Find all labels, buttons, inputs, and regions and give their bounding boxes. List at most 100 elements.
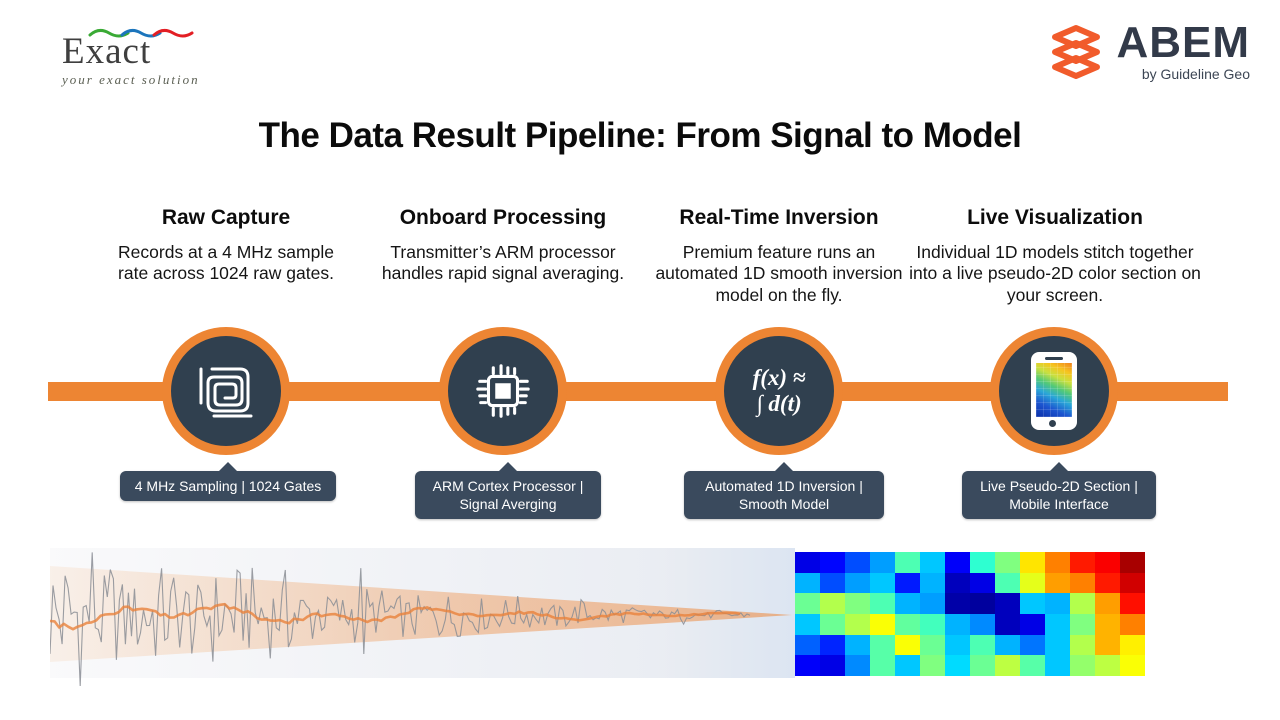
- heatmap-cell: [895, 655, 920, 676]
- heatmap-cell: [995, 655, 1020, 676]
- heatmap-cell: [1070, 552, 1095, 573]
- heatmap-cell: [845, 655, 870, 676]
- node-onboard-processing: [439, 327, 567, 455]
- heatmap-cell: [995, 552, 1020, 573]
- heatmap-cell: [895, 552, 920, 573]
- heatmap-cell: [845, 613, 870, 635]
- heatmap-cell: [795, 613, 820, 635]
- heatmap-cell: [845, 552, 870, 573]
- heatmap-cell: [1045, 552, 1070, 573]
- stage-column-onboard-processing: Onboard Processing Transmitter’s ARM pro…: [378, 206, 628, 285]
- abem-logo: ABEM by Guideline Geo: [1048, 18, 1250, 82]
- heatmap-cell: [945, 634, 970, 656]
- heatmap-cell: [1020, 552, 1045, 573]
- heatmap-cell: [995, 593, 1020, 614]
- heatmap-cell: [820, 613, 845, 635]
- stage-column-live-visualization: Live Visualization Individual 1D models …: [909, 206, 1201, 306]
- node-raw-capture: [162, 327, 290, 455]
- heatmap-cell: [920, 572, 945, 594]
- heatmap-cell: [970, 572, 995, 594]
- heatmap-cell: [920, 552, 945, 573]
- raw-signal-line: [50, 552, 751, 687]
- heatmap-cell: [970, 613, 995, 635]
- averaged-signal-line: [50, 602, 741, 631]
- heatmap-cell: [1020, 593, 1045, 614]
- heatmap-cell: [870, 613, 895, 635]
- heatmap-cell: [920, 613, 945, 635]
- formula-line-1: f(x) ≈: [752, 364, 806, 390]
- heatmap-cell: [870, 572, 895, 594]
- phone-speaker: [1045, 357, 1063, 360]
- heatmap-cell: [945, 613, 970, 635]
- heatmap-cell: [970, 593, 995, 614]
- heatmap-cell: [795, 552, 820, 573]
- heatmap-cell: [945, 593, 970, 614]
- heatmap-cell: [1095, 655, 1120, 676]
- signal-waveform: [50, 552, 792, 687]
- stage-description: Premium feature runs an automated 1D smo…: [655, 242, 903, 305]
- heatmap-cell: [795, 572, 820, 594]
- heatmap-cell: [920, 634, 945, 656]
- heatmap-cell: [845, 593, 870, 614]
- stage-heading: Raw Capture: [161, 206, 291, 229]
- heatmap-cell: [1070, 655, 1095, 676]
- heatmap-cell: [870, 552, 895, 573]
- heatmap-cell: [820, 655, 845, 676]
- heatmap-cell: [920, 655, 945, 676]
- pseudo-2d-heatmap: [795, 552, 1145, 676]
- heatmap-cell: [845, 634, 870, 656]
- formula-icon: f(x) ≈ ∫ d(t): [753, 365, 806, 418]
- badge-real-time-inversion: Automated 1D Inversion | Smooth Model: [684, 461, 884, 520]
- heatmap-cell: [820, 634, 845, 656]
- abem-logo-name: ABEM: [1116, 18, 1250, 67]
- badge-raw-capture: 4 MHz Sampling | 1024 Gates: [120, 461, 336, 502]
- heatmap-cell: [1020, 634, 1045, 656]
- heatmap-cell: [795, 634, 820, 656]
- exact-logo: Exact your exact solution: [62, 26, 232, 88]
- node-real-time-inversion: f(x) ≈ ∫ d(t): [715, 327, 843, 455]
- heatmap-cell: [1045, 655, 1070, 676]
- heatmap-cell: [820, 593, 845, 614]
- heatmap-cell: [1095, 634, 1120, 656]
- pipeline-timeline-bar: [48, 382, 1228, 401]
- heatmap-cell: [970, 655, 995, 676]
- heatmap-cell: [995, 634, 1020, 656]
- heatmap-cell: [1120, 634, 1145, 656]
- heatmap-cell: [1095, 613, 1120, 635]
- heatmap-cell: [795, 593, 820, 614]
- abem-logo-icon: [1052, 24, 1101, 79]
- heatmap-cell: [845, 572, 870, 594]
- coil-icon: [199, 367, 253, 418]
- stage-heading: Real-Time Inversion: [679, 206, 879, 229]
- heatmap-cell: [945, 552, 970, 573]
- heatmap-cell: [870, 593, 895, 614]
- page-title: The Data Result Pipeline: From Signal to…: [258, 116, 1022, 155]
- heatmap-cell: [1095, 593, 1120, 614]
- heatmap-cell: [945, 655, 970, 676]
- node-live-visualization: [990, 327, 1118, 455]
- exact-logo-tagline: your exact solution: [62, 72, 200, 87]
- stage-description: Individual 1D models stitch together int…: [909, 242, 1201, 305]
- heatmap-cell: [1045, 634, 1070, 656]
- funnel-wedge: [50, 566, 792, 662]
- abem-logo-subtitle: by Guideline Geo: [1141, 65, 1250, 82]
- phone-icon: [1031, 352, 1077, 430]
- heatmap-cell: [1070, 593, 1095, 614]
- heatmap-cell: [1045, 613, 1070, 635]
- stage-description: Transmitter’s ARM processor handles rapi…: [381, 242, 625, 284]
- heatmap-cell: [1020, 572, 1045, 594]
- phone-home-button: [1049, 420, 1056, 427]
- heatmap-cell: [1120, 593, 1145, 614]
- heatmap-cell: [1070, 634, 1095, 656]
- abem-logo-text: ABEM by Guideline Geo: [1116, 18, 1250, 82]
- formula-line-2: ∫ d(t): [756, 391, 802, 416]
- badge-onboard-processing: ARM Cortex Processor | Signal Averging: [415, 461, 601, 520]
- heatmap-cell: [895, 613, 920, 635]
- heatmap-cell: [1120, 613, 1145, 635]
- heatmap-cell: [995, 572, 1020, 594]
- heatmap-cell: [1045, 593, 1070, 614]
- heatmap-cell: [895, 634, 920, 656]
- heatmap-cell: [1020, 655, 1045, 676]
- heatmap-cell: [1020, 613, 1045, 635]
